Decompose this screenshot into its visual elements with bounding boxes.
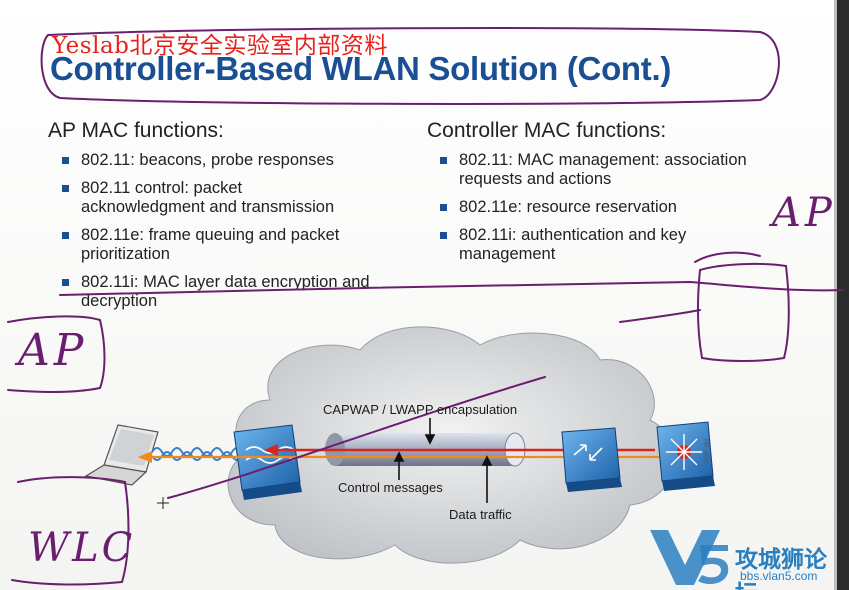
figure-id: SNAP_884 bbox=[704, 438, 711, 464]
list-item: 802.11e: resource reservation bbox=[435, 198, 735, 217]
list-item: 802.11e: frame queuing and packet priori… bbox=[57, 226, 371, 264]
bullet-icon bbox=[62, 232, 69, 239]
slide-title: Controller-Based WLAN Solution (Cont.) bbox=[50, 50, 672, 87]
wireless-controller-icon bbox=[656, 421, 715, 491]
capwap-label: CAPWAP / LWAPP encapsulation bbox=[323, 402, 518, 417]
data-traffic-label: Data traffic bbox=[449, 507, 512, 522]
wireless-signal-icon bbox=[151, 447, 243, 461]
list-item-text: 802.11: beacons, probe responses bbox=[81, 151, 334, 169]
bullet-icon bbox=[62, 185, 69, 192]
laptop-icon bbox=[84, 424, 159, 486]
list-item-text: 802.11i: authentication and key manageme… bbox=[459, 226, 687, 263]
handwritten-ap-left: AP bbox=[18, 325, 88, 376]
control-messages-label: Control messages bbox=[338, 480, 443, 495]
ap-functions-heading: AP MAC functions: bbox=[48, 119, 224, 142]
switch-icon bbox=[561, 427, 622, 492]
list-item-text: 802.11 control: packet acknowledgment an… bbox=[81, 179, 335, 216]
list-item: 802.11i: authentication and key manageme… bbox=[435, 226, 739, 264]
watermark-text: Yeslab北京安全实验室内部资料 bbox=[52, 33, 388, 59]
list-item-text: 802.11e: resource reservation bbox=[459, 198, 677, 216]
controller-functions-heading: Controller MAC functions: bbox=[427, 119, 667, 142]
logo-url: bbs.vlan5.com bbox=[740, 569, 818, 583]
list-item-text: 802.11e: frame queuing and packet priori… bbox=[81, 226, 340, 263]
bullet-icon bbox=[440, 232, 447, 239]
list-item: 802.11: beacons, probe responses bbox=[57, 151, 392, 170]
list-item-text: 802.11i: MAC layer data encryption and d… bbox=[81, 273, 370, 310]
list-item: 802.11: MAC management: association requ… bbox=[435, 151, 749, 189]
list-item: 802.11 control: packet acknowledgment an… bbox=[57, 179, 341, 217]
bullet-icon bbox=[62, 157, 69, 164]
window-edge bbox=[837, 0, 849, 590]
logo-name: 攻城狮论坛 bbox=[735, 546, 827, 590]
bullet-icon bbox=[62, 279, 69, 286]
bullet-icon bbox=[440, 204, 447, 211]
access-point-icon bbox=[233, 424, 302, 500]
handwritten-ap-right: AP bbox=[772, 190, 836, 236]
list-item: 802.11i: MAC layer data encryption and d… bbox=[57, 273, 391, 311]
window-border bbox=[834, 0, 837, 590]
list-item-text: 802.11: MAC management: association requ… bbox=[459, 151, 747, 188]
controller-functions-list: 802.11: MAC management: association requ… bbox=[435, 151, 747, 273]
handwritten-annotations bbox=[7, 27, 844, 586]
ap-functions-list: 802.11: beacons, probe responses 802.11 … bbox=[57, 151, 392, 320]
bullet-icon bbox=[440, 157, 447, 164]
crosshair-cursor-icon bbox=[157, 497, 169, 509]
label-pointers bbox=[393, 418, 493, 503]
handwritten-wlc: WLC bbox=[28, 525, 136, 571]
